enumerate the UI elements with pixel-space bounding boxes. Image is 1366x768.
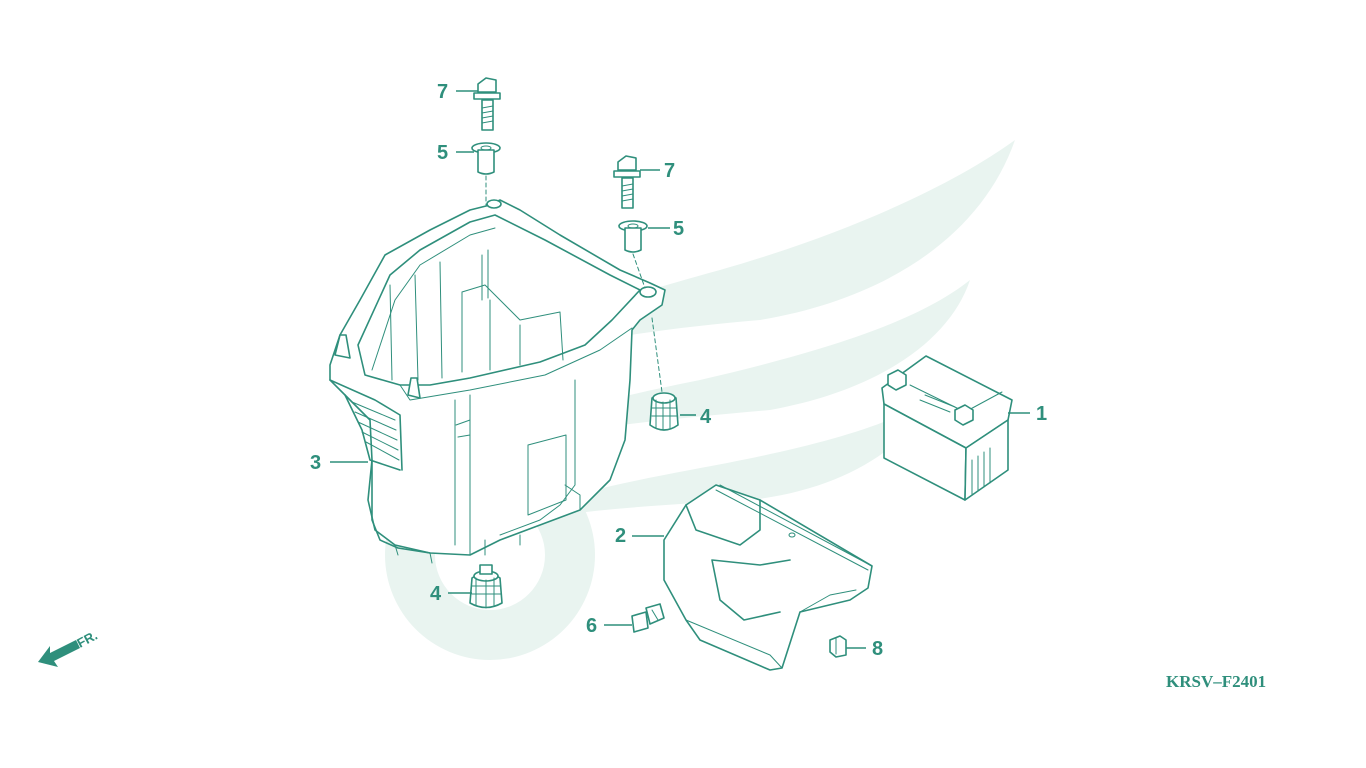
drawing-code: KRSV–F2401 (1166, 672, 1266, 691)
rubber-mount-part-lower (469, 564, 503, 609)
callout-7-right: 7 (664, 160, 675, 182)
callout-6: 6 (586, 615, 597, 637)
callout-4-right: 4 (700, 406, 712, 428)
callout-5-right: 5 (673, 218, 684, 240)
callout-8: 8 (872, 638, 883, 660)
callout-3: 3 (310, 452, 321, 474)
arrow-left-down-icon (38, 640, 80, 667)
small-clip-part (829, 635, 847, 658)
callout-2: 2 (615, 525, 626, 547)
leader-lines (330, 90, 1030, 649)
battery-part (881, 355, 1013, 501)
callout-4-lower: 4 (430, 583, 442, 605)
bolt-part-upper (473, 77, 501, 131)
callout-5-upper: 5 (437, 142, 448, 164)
bolt-part-right (613, 155, 641, 209)
collar-part-right (618, 220, 648, 253)
front-direction-marker: FR. (38, 628, 100, 667)
battery-cover-part (663, 484, 873, 671)
rubber-mount-part-right (649, 392, 679, 431)
callout-7-upper: 7 (437, 81, 448, 103)
callout-1: 1 (1036, 403, 1047, 425)
collar-part-upper (471, 142, 501, 175)
clip-part (631, 603, 665, 633)
seat-box-part (329, 199, 666, 564)
